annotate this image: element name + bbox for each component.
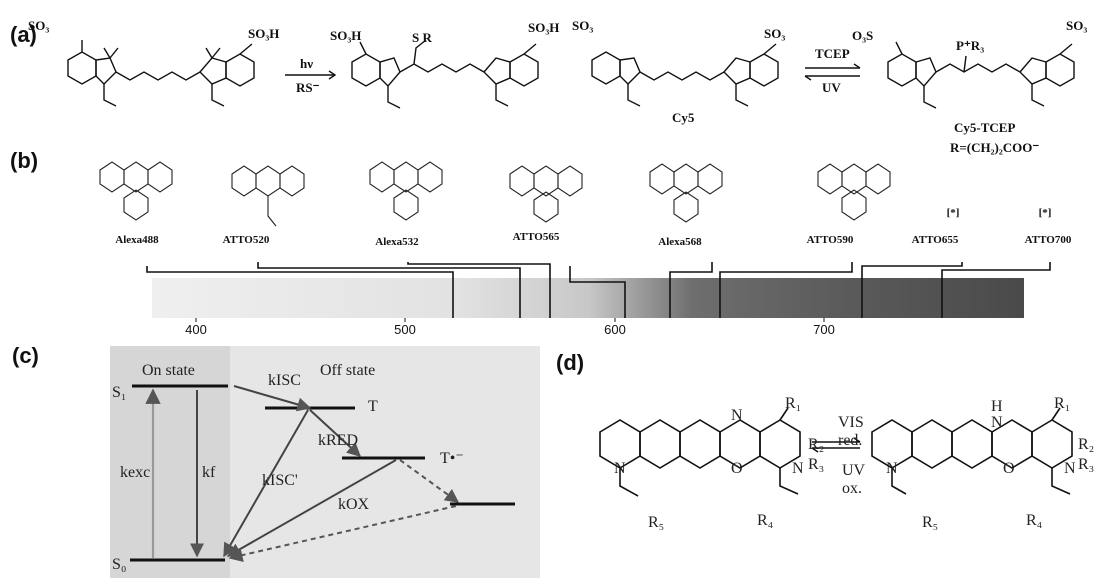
k-exc-label: kexc <box>120 464 151 481</box>
d-n-left: N <box>614 460 626 477</box>
d-n-right: N <box>792 460 804 477</box>
panel-b-label: (b) <box>10 148 39 173</box>
tick-600: 600 <box>604 322 626 337</box>
k-isc-prime-label: kISC' <box>262 472 298 489</box>
k-red-label: kRED <box>318 432 358 449</box>
d-n-right-right: N <box>1064 460 1076 477</box>
so3-label-2: SO₃ <box>572 18 594 33</box>
dye-atto655: ATTO655 <box>911 234 959 246</box>
k-ox-label: kOX <box>338 496 370 513</box>
rs-label: RS⁻ <box>296 80 320 95</box>
dye-atto520: ATTO520 <box>222 234 270 246</box>
cy5-label: Cy5 <box>672 110 695 125</box>
d-ox: ox. <box>842 480 862 497</box>
r-definition-label: R=(CH₂)₂COO⁻ <box>950 140 1040 155</box>
d-r5-right: R₅ <box>922 514 939 531</box>
dye-atto590: ATTO590 <box>806 234 854 246</box>
panel-b-dye-structures <box>99 161 891 227</box>
atto700-asterisk: [*] <box>1038 207 1052 219</box>
dye-alexa488: Alexa488 <box>115 234 159 246</box>
s1-label: S₁ <box>112 384 127 401</box>
tick-500: 500 <box>394 322 416 337</box>
off-state-label: Off state <box>320 362 376 379</box>
d-o-center: O <box>731 460 743 477</box>
so3-label-3: SO₃ <box>764 26 786 41</box>
d-r3-right: R₃ <box>1078 456 1095 473</box>
tick-400: 400 <box>185 322 207 337</box>
dye-atto565: ATTO565 <box>512 231 560 243</box>
k-f-label: kf <box>202 464 216 481</box>
pr3-label: P⁺R₃ <box>956 38 985 53</box>
d-h: H <box>991 398 1003 415</box>
d-o-center-right: O <box>1003 460 1015 477</box>
so3-label-4: SO₃ <box>1066 18 1088 33</box>
tcep-label: TCEP <box>815 46 850 61</box>
t-radical-label: T•⁻ <box>440 450 464 467</box>
so3h-label-3: SO₃H <box>528 20 560 35</box>
panel-c-label: (c) <box>12 343 39 368</box>
d-r4-right: R₄ <box>1026 512 1043 529</box>
d-n-top: N <box>731 407 743 424</box>
d-uv: UV <box>842 462 866 479</box>
o3s-label: O₃S <box>852 28 874 43</box>
d-r2-left: R₂ <box>808 436 825 453</box>
spectrum-bar <box>146 262 1051 322</box>
panel-a-label: (a) <box>10 22 37 47</box>
panel-d-label: (d) <box>556 350 585 375</box>
d-n-left-right: N <box>886 460 898 477</box>
uv-label-a: UV <box>822 80 841 95</box>
d-r1-left: R₁ <box>785 395 802 412</box>
s-r-label: S R <box>412 30 432 45</box>
d-vis: VIS <box>838 414 864 431</box>
so3h-label-2: SO₃H <box>330 28 362 43</box>
d-n-top-right: N <box>991 414 1003 431</box>
so3-label-1: SO₃ <box>28 18 50 33</box>
so3h-label-1: SO₃H <box>248 26 280 41</box>
d-r5-left: R₅ <box>648 514 665 531</box>
d-r1-right: R₁ <box>1054 395 1071 412</box>
panel-a-structures <box>67 39 1075 109</box>
d-r3-left: R₃ <box>808 456 825 473</box>
cy5-tcep-label: Cy5-TCEP <box>954 120 1016 135</box>
dye-atto700: ATTO700 <box>1024 234 1072 246</box>
d-r2-right: R₂ <box>1078 436 1095 453</box>
tick-700: 700 <box>813 322 835 337</box>
k-isc-label: kISC <box>268 372 301 389</box>
d-r4-left: R₄ <box>757 512 774 529</box>
s0-label: S₀ <box>112 556 127 573</box>
dye-alexa568: Alexa568 <box>658 236 702 248</box>
on-state-label: On state <box>142 362 195 379</box>
hv-label: hν <box>300 56 314 71</box>
d-red: red. <box>838 432 863 449</box>
dye-alexa532: Alexa532 <box>375 236 419 248</box>
panel-d-structures <box>599 407 1073 497</box>
jablonski-diagram <box>110 346 540 578</box>
t-label: T <box>368 398 378 415</box>
atto655-asterisk: [*] <box>946 207 960 219</box>
